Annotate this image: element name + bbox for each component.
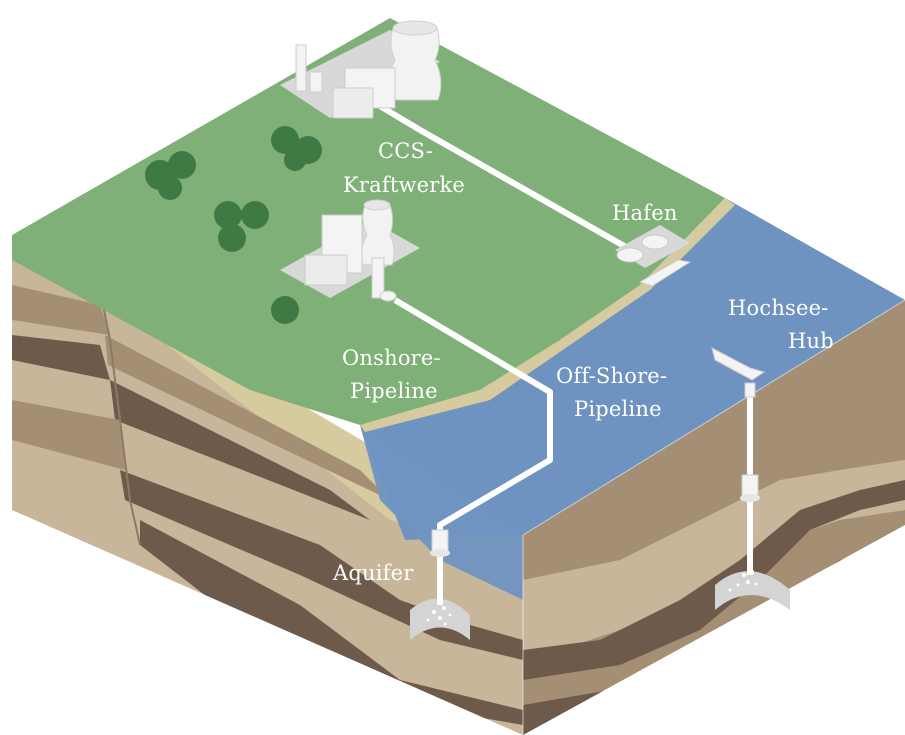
storage-tank-icon <box>379 290 397 302</box>
label-ccs-line1: CCS- <box>378 139 433 163</box>
ship-icon <box>638 259 692 287</box>
label-aquifer: Aquifer <box>332 561 414 585</box>
power-plant-icon <box>280 20 442 119</box>
tree-icon <box>214 201 269 252</box>
label-offshore-line1: Off-Shore- <box>556 364 667 388</box>
soil-layer-mid-1 <box>12 285 110 335</box>
label-onshore-line1: Onshore- <box>342 346 441 370</box>
injection-wellhead-icon <box>740 382 760 502</box>
label-port: Hafen <box>612 201 678 225</box>
storage-tank-icon <box>641 234 669 250</box>
tree-icon <box>271 126 322 171</box>
cube-edge-top <box>522 299 905 536</box>
soil-layer-dark-4 <box>140 520 523 725</box>
pipeline-to-port <box>367 97 643 258</box>
sea-surface <box>360 198 905 540</box>
tree-icon <box>271 296 299 324</box>
aquifer-cap-right <box>715 571 790 610</box>
port-facility <box>615 225 692 287</box>
sea-front-face <box>360 425 523 600</box>
label-ccs-line2: Kraftwerke <box>343 173 465 197</box>
label-hub-line1: Hochsee- <box>728 296 829 320</box>
geological-fault <box>99 289 141 546</box>
soil-layer-dark-1 <box>12 335 110 380</box>
right-soil-dark-1 <box>523 480 905 680</box>
soil-layer-mid-2 <box>105 335 390 500</box>
storage-tank-icon <box>616 247 644 263</box>
power-plant-icon <box>280 199 420 302</box>
label-onshore-line2: Pipeline <box>350 379 438 403</box>
co2-storage-bubbles <box>426 570 758 626</box>
label-offshore-line2: Pipeline <box>574 397 662 421</box>
label-hub-line2: Hub <box>788 329 834 353</box>
tree-icon <box>145 151 196 200</box>
ship-icon <box>711 347 766 381</box>
cooling-tower-icon <box>388 27 442 101</box>
cooling-tower-icon <box>360 204 395 266</box>
soil-layer-dark-2 <box>110 380 370 520</box>
injection-wellhead-icon <box>430 529 450 557</box>
soil-layer-mid-3 <box>12 400 125 470</box>
